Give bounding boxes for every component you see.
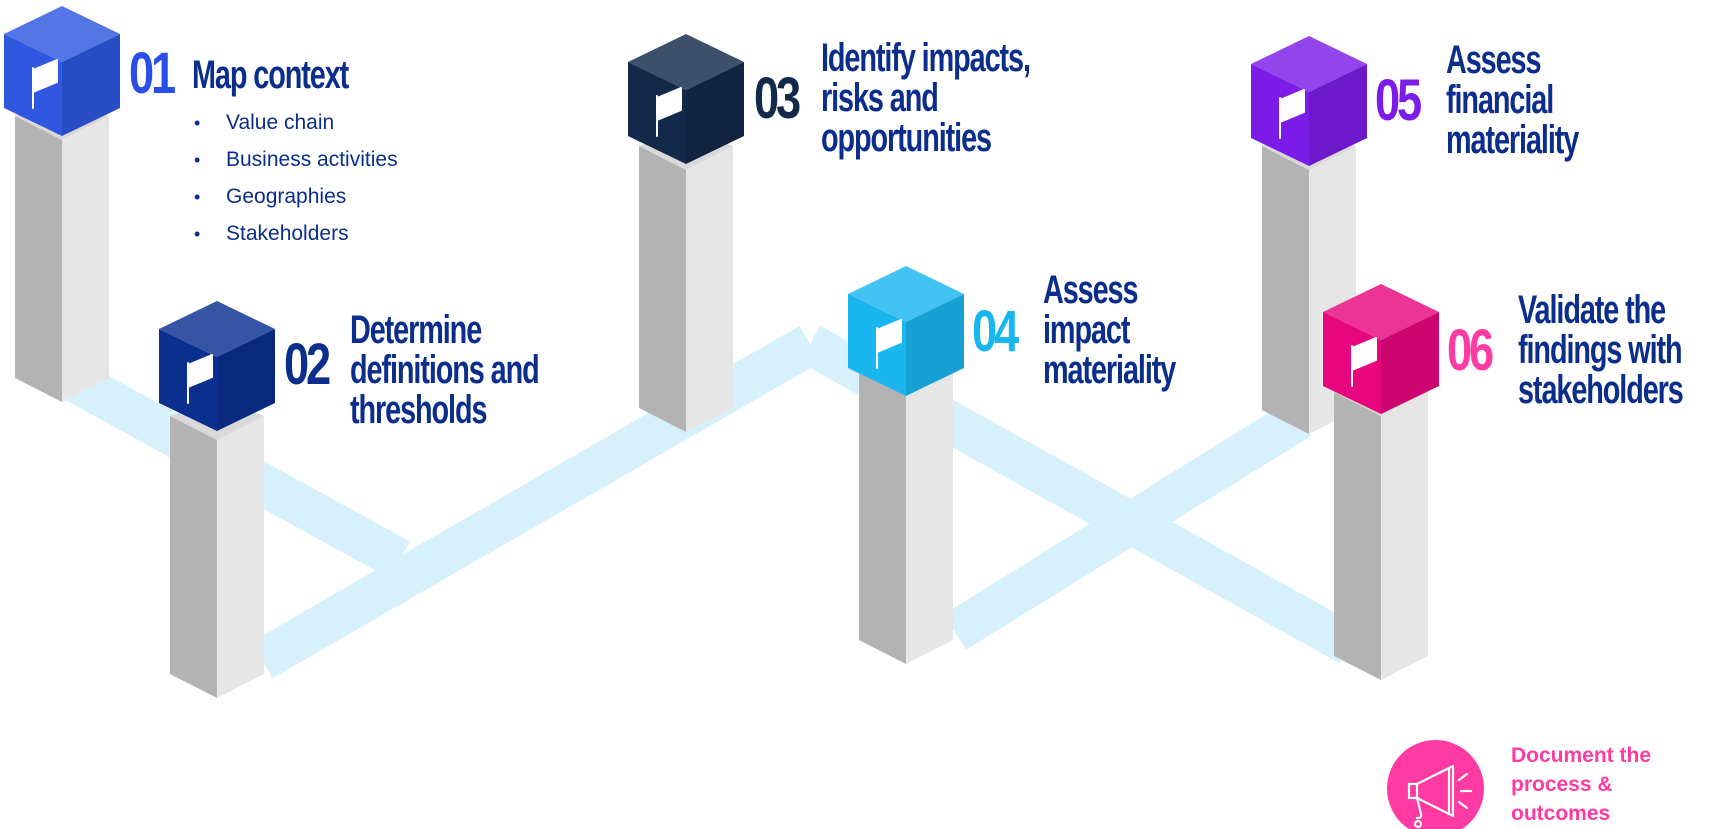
step-06-title-line: Validate the [1518, 288, 1666, 332]
step-04-title: Assess impact materiality [1043, 268, 1176, 392]
context-item: Stakeholders [194, 219, 398, 256]
flag-cloth-right [199, 354, 213, 383]
pillar-left-face [639, 146, 686, 432]
flag-cloth-left [1351, 342, 1365, 371]
step-02-title-line: thresholds [350, 388, 488, 432]
step-03-title-line: Identify impacts, [821, 36, 1031, 80]
flag-cloth-left [187, 359, 201, 388]
step-04-pillar-group [848, 266, 964, 664]
step-03-title-line: opportunities [821, 116, 992, 160]
path-segment [943, 400, 1312, 650]
flag-icon [656, 87, 682, 137]
flag-cloth-right [1363, 337, 1377, 366]
flag-cloth-right [1291, 89, 1305, 118]
flag-cloth-left [656, 92, 670, 121]
pillar-right-face [1381, 392, 1428, 680]
flag-cloth-right [44, 59, 58, 88]
cube-right-face [217, 329, 275, 431]
step-02-title: Determine definitions and thresholds [350, 308, 540, 432]
step-02-title-line: Determine [350, 308, 482, 352]
step-06-pillar-group [1323, 284, 1439, 680]
step-06-number: 06 [1447, 318, 1494, 383]
pillar-left-face [15, 116, 62, 402]
step-02-title-line: definitions and [350, 348, 540, 392]
step-03-pillar-group [628, 34, 744, 432]
step-04-title-line: Assess [1043, 268, 1138, 312]
flag-cloth-right [668, 87, 682, 116]
flag-icon [1351, 337, 1377, 387]
callout-line: process & [1511, 773, 1613, 796]
step-05-title-line: materiality [1446, 118, 1579, 162]
pillar-right-face [686, 146, 733, 432]
step-01-title-line: Map context [192, 53, 349, 97]
step-04-number: 04 [972, 299, 1019, 364]
cube-right-face [1381, 312, 1439, 414]
cube-right-face [1309, 64, 1367, 166]
pillar-right-face [906, 372, 953, 664]
step-05-number: 05 [1375, 68, 1422, 133]
flag-icon [187, 354, 213, 404]
pillar-left-face [170, 416, 217, 698]
step-05-title: Assess financial materiality [1446, 38, 1579, 162]
context-item: Business activities [194, 145, 398, 182]
step-01-title: Map context [192, 53, 349, 97]
step-06-title: Validate the findings with stakeholders [1518, 288, 1684, 412]
step-02-pillar-group [159, 301, 275, 698]
flag-icon [32, 59, 58, 109]
cube-right-face [686, 62, 744, 164]
pillar-right-face [217, 416, 264, 698]
flag-cloth-right [888, 319, 902, 348]
flag-icon [876, 319, 902, 369]
megaphone-icon-graphic [1407, 764, 1473, 829]
context-item: Value chain [194, 108, 398, 145]
flag-cloth-left [876, 324, 890, 353]
cube-right-face [906, 294, 964, 396]
flag-icon [1279, 89, 1305, 139]
pillar-left-face [859, 372, 906, 664]
step-04-title-line: materiality [1043, 348, 1176, 392]
context-item: Geographies [194, 182, 398, 219]
step-02-number: 02 [284, 332, 331, 397]
cube-right-face [62, 34, 120, 136]
step-03-title: Identify impacts, risks and opportunitie… [821, 36, 1031, 160]
callout-line: outcomes [1511, 802, 1611, 825]
step-01-number: 01 [129, 41, 176, 106]
step-06-title-line: findings with [1518, 328, 1683, 372]
callout-line: Document the [1511, 744, 1652, 767]
flag-cloth-left [32, 64, 46, 93]
step-04-title-line: impact [1043, 308, 1130, 352]
megaphone-icon [1387, 740, 1484, 829]
step-05-title-line: financial [1446, 78, 1554, 122]
step-05-title-line: Assess [1446, 38, 1541, 82]
step-01-pillar-group [4, 6, 120, 402]
pillar-right-face [62, 116, 109, 402]
flag-cloth-left [1279, 94, 1293, 123]
callout-text: Document the process & outcomes [1511, 741, 1651, 828]
pillar-left-face [1262, 146, 1309, 434]
step-03-number: 03 [754, 66, 801, 131]
step-03-title-line: risks and [821, 76, 939, 120]
pillar-left-face [1334, 392, 1381, 680]
context-list: Value chain Business activities Geograph… [194, 108, 398, 256]
step-06-title-line: stakeholders [1518, 368, 1684, 412]
